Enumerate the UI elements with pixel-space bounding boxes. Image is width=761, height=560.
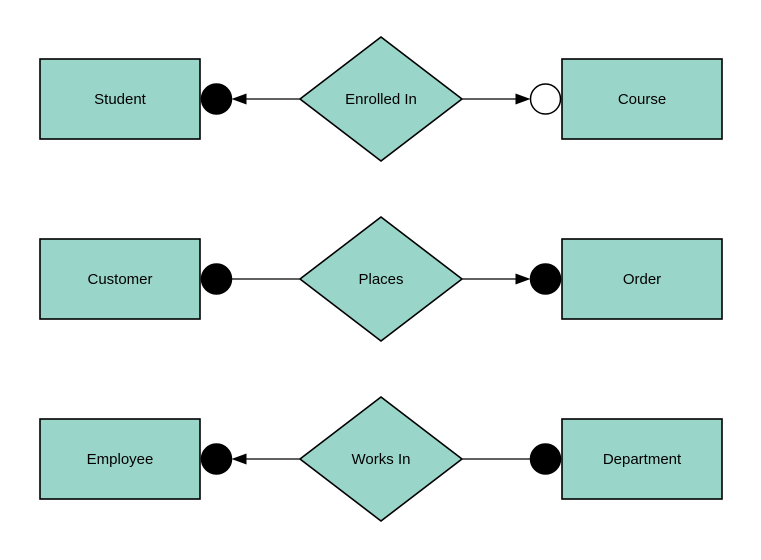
entity-employee[interactable]: [39, 418, 201, 500]
cardinality-marker-filled[interactable]: [200, 263, 233, 295]
arrowhead-left-icon: [231, 453, 247, 465]
entity-label: Employee: [87, 451, 154, 468]
entity-customer[interactable]: [39, 238, 201, 320]
entity-label: Department: [603, 451, 682, 468]
cardinality-marker-open[interactable]: [529, 83, 562, 115]
entity-department[interactable]: [561, 418, 723, 500]
arrowhead-right-icon: [515, 93, 531, 105]
arrowhead-left-icon: [231, 93, 247, 105]
cardinality-marker-filled[interactable]: [529, 263, 562, 295]
relationship-row-enrolled-in: Student Enrolled In Course: [39, 35, 723, 163]
relationship-label: Works In: [352, 451, 411, 468]
cardinality-marker-filled[interactable]: [200, 443, 233, 475]
entity-label: Customer: [87, 271, 152, 288]
arrowhead-right-icon: [515, 273, 531, 285]
entity-label: Order: [623, 271, 661, 288]
entity-label: Student: [94, 91, 147, 108]
entity-label: Course: [618, 91, 666, 108]
entity-student[interactable]: [39, 58, 201, 140]
entity-course[interactable]: [561, 58, 723, 140]
cardinality-marker-filled[interactable]: [529, 443, 562, 475]
relationship-row-places: Customer Places Order: [39, 215, 723, 343]
entity-order[interactable]: [561, 238, 723, 320]
relationship-label: Enrolled In: [345, 91, 417, 108]
relationship-label: Places: [358, 271, 403, 288]
relationship-row-works-in: Employee Works In Department: [39, 395, 723, 523]
cardinality-marker-filled[interactable]: [200, 83, 233, 115]
